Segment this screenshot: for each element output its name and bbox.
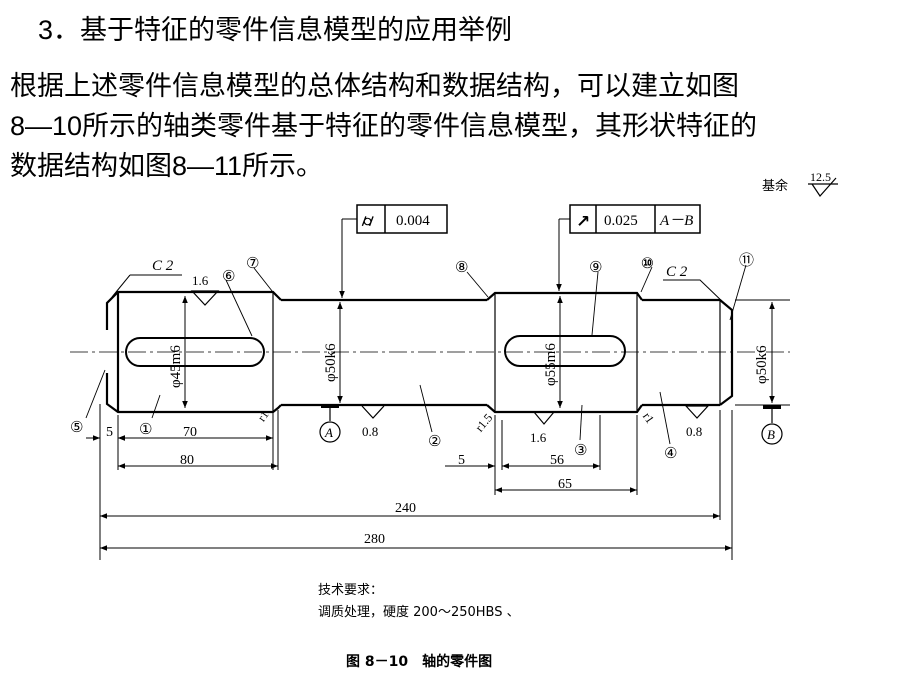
- datum-b-label: B: [767, 427, 775, 442]
- paragraph-line-1: 根据上述零件信息模型的总体结构和数据结构，可以建立如图: [10, 71, 739, 101]
- tolerance-1-value: 0.004: [396, 213, 430, 229]
- callout-1: ①: [139, 420, 152, 438]
- roughness-3: 1.6: [530, 430, 547, 445]
- callout-6: ⑥: [222, 267, 235, 285]
- tolerance-2-value: 0.025: [604, 213, 638, 229]
- callout-4: ④: [664, 444, 677, 462]
- dim-65: 65: [558, 477, 572, 492]
- tech-req-title: 技术要求：: [318, 583, 383, 598]
- callout-8: ⑧: [455, 258, 468, 276]
- chamfer-right-leader: [663, 279, 727, 306]
- callout-leaders: [85, 264, 747, 445]
- diameter-label-4: φ50k6: [754, 345, 770, 384]
- roughness-symbol-icon: [808, 177, 838, 197]
- diameter-label-1: φ45m6: [168, 345, 184, 388]
- tolerance-frame-1: ⌭ 0.004: [339, 204, 448, 298]
- dim-280: 280: [364, 532, 385, 547]
- body-paragraph: 根据上述零件信息模型的总体结构和数据结构，可以建立如图 8—10所示的轴类零件基…: [10, 66, 890, 186]
- roughness-4: 0.8: [686, 424, 702, 439]
- callout-3: ③: [574, 441, 587, 459]
- callout-5: ⑤: [70, 418, 83, 436]
- datum-a-marker: A: [319, 404, 341, 443]
- cylindricity-icon: ⌭: [361, 211, 374, 230]
- dim-70: 70: [183, 425, 197, 440]
- chamfer-right: C 2: [666, 264, 688, 280]
- surface-finish-note: 基余: [762, 178, 788, 194]
- tolerance-2-datum: A－B: [659, 213, 693, 229]
- roughness-marks: [190, 290, 710, 425]
- diameter-label-2: φ50k6: [323, 343, 339, 382]
- tech-req-body: 调质处理，硬度 200～250HBS 、: [318, 604, 520, 620]
- figure-caption: 图 8－10 轴的零件图: [346, 653, 492, 670]
- fillet-3: r1: [640, 410, 657, 426]
- datum-b-marker: B: [761, 405, 783, 445]
- diameter-label-3: φ55m6: [543, 343, 559, 386]
- callout-11: ⑪: [739, 251, 754, 269]
- shaft-outline: [105, 290, 734, 414]
- roughness-2: 0.8: [362, 424, 378, 439]
- dim-240: 240: [395, 501, 416, 516]
- keyway-slots: [125, 335, 626, 367]
- chamfer-left-leader: [111, 274, 131, 298]
- runout-icon: ↗: [576, 212, 590, 232]
- fillet-2: r1.5: [472, 411, 495, 435]
- callout-7: ⑦: [246, 254, 259, 272]
- surface-finish-value: 12.5: [810, 170, 831, 184]
- datum-a-label: A: [324, 425, 333, 440]
- dim-5-right: 5: [458, 453, 465, 468]
- chamfer-left: C 2: [152, 258, 174, 274]
- paragraph-line-2: 8—10所示的轴类零件基于特征的零件信息模型，其形状特征的: [10, 111, 758, 141]
- callout-2: ②: [428, 432, 441, 450]
- dim-5-left: 5: [106, 425, 113, 440]
- callout-10: ⑩: [641, 254, 654, 272]
- dim-80: 80: [180, 453, 194, 468]
- length-dims: [86, 404, 733, 560]
- fillet-1: r1: [254, 408, 271, 424]
- paragraph-line-3: 数据结构如图8—11所示。: [10, 151, 324, 181]
- section-heading: 3．基于特征的零件信息模型的应用举例: [38, 15, 513, 45]
- dim-56: 56: [550, 453, 564, 468]
- tolerance-frame-2: ↗ 0.025 A－B: [556, 204, 701, 291]
- roughness-1: 1.6: [192, 273, 209, 288]
- callout-9: ⑨: [589, 258, 602, 276]
